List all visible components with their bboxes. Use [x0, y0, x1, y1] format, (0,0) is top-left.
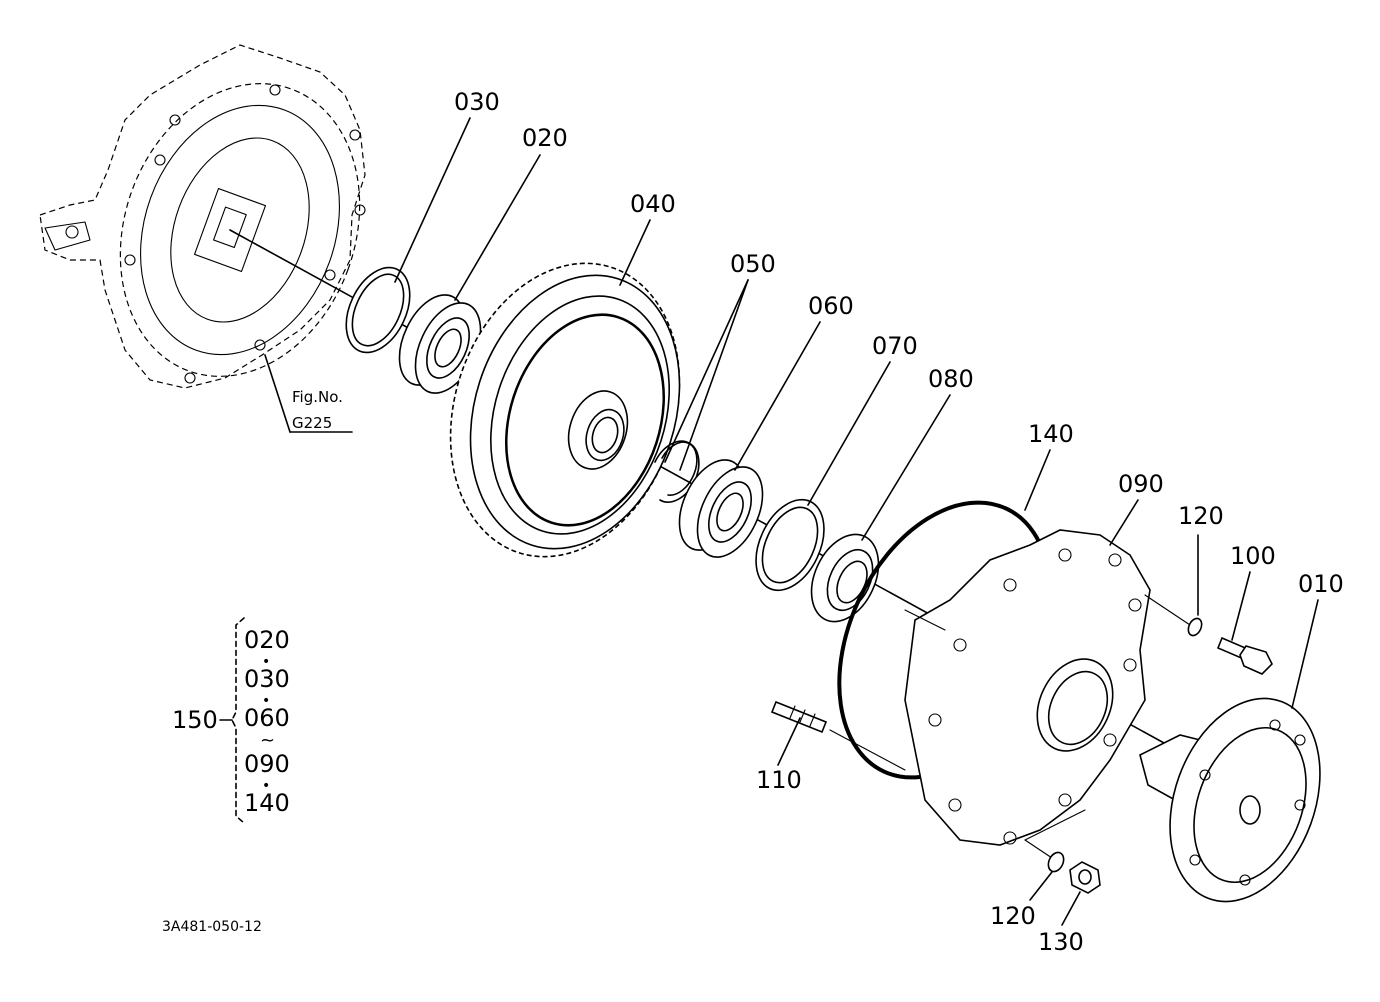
callout-020: 020 — [522, 124, 568, 152]
callout-070: 070 — [872, 332, 918, 360]
callout-120-upper: 120 — [1178, 502, 1224, 530]
kit-150-group: 150 020 • 030 • 060 ~ 090 • 140 — [172, 617, 290, 824]
part-040-gear — [449, 262, 681, 558]
callout-120-lower: 120 — [990, 902, 1036, 930]
part-010-flange — [1139, 697, 1321, 903]
leader-lines — [394, 117, 1319, 926]
figure-reference: Fig.No. G225 — [264, 354, 353, 433]
callout-030: 030 — [454, 88, 500, 116]
kit-item-1: 020 — [244, 626, 290, 654]
figure-ref-number: G225 — [292, 414, 332, 432]
kit-item-2: 030 — [244, 665, 290, 693]
part-120-washer-lower — [1024, 809, 1086, 873]
part-090-cover — [904, 529, 1151, 846]
callout-110: 110 — [756, 766, 802, 794]
part-060-bearing — [678, 459, 764, 558]
kit-item-4: 090 — [244, 750, 290, 778]
kit-sep-1: • — [262, 654, 270, 670]
figure-ref-label: Fig.No. — [292, 388, 343, 406]
kit-sep-4: • — [262, 778, 270, 794]
part-030-snap-ring — [345, 266, 411, 354]
callout-090: 090 — [1118, 470, 1164, 498]
callout-010: 010 — [1298, 570, 1344, 598]
kit-label: 150 — [172, 706, 218, 734]
kit-item-3: 060 — [244, 704, 290, 732]
callout-060: 060 — [808, 292, 854, 320]
kit-sep-3: ~ — [260, 730, 275, 751]
part-080-oil-seal — [810, 533, 880, 623]
callouts: 030 020 040 050 060 070 080 140 090 120 … — [454, 88, 1344, 956]
housing-g225 — [39, 44, 366, 389]
drawing-code: 3A481-050-12 — [162, 919, 262, 935]
kit-item-5: 140 — [244, 789, 290, 817]
callout-130: 130 — [1038, 928, 1084, 956]
part-110-stud — [770, 700, 906, 771]
callout-050: 050 — [730, 250, 776, 278]
part-120-washer-upper — [1144, 594, 1203, 637]
callout-080: 080 — [928, 365, 974, 393]
part-130-nut — [1069, 861, 1101, 894]
part-100-bolt — [1216, 636, 1273, 675]
kit-sep-2: • — [262, 693, 270, 709]
callout-140: 140 — [1028, 420, 1074, 448]
part-070-ring — [755, 498, 825, 592]
callout-040: 040 — [630, 190, 676, 218]
callout-100: 100 — [1230, 542, 1276, 570]
